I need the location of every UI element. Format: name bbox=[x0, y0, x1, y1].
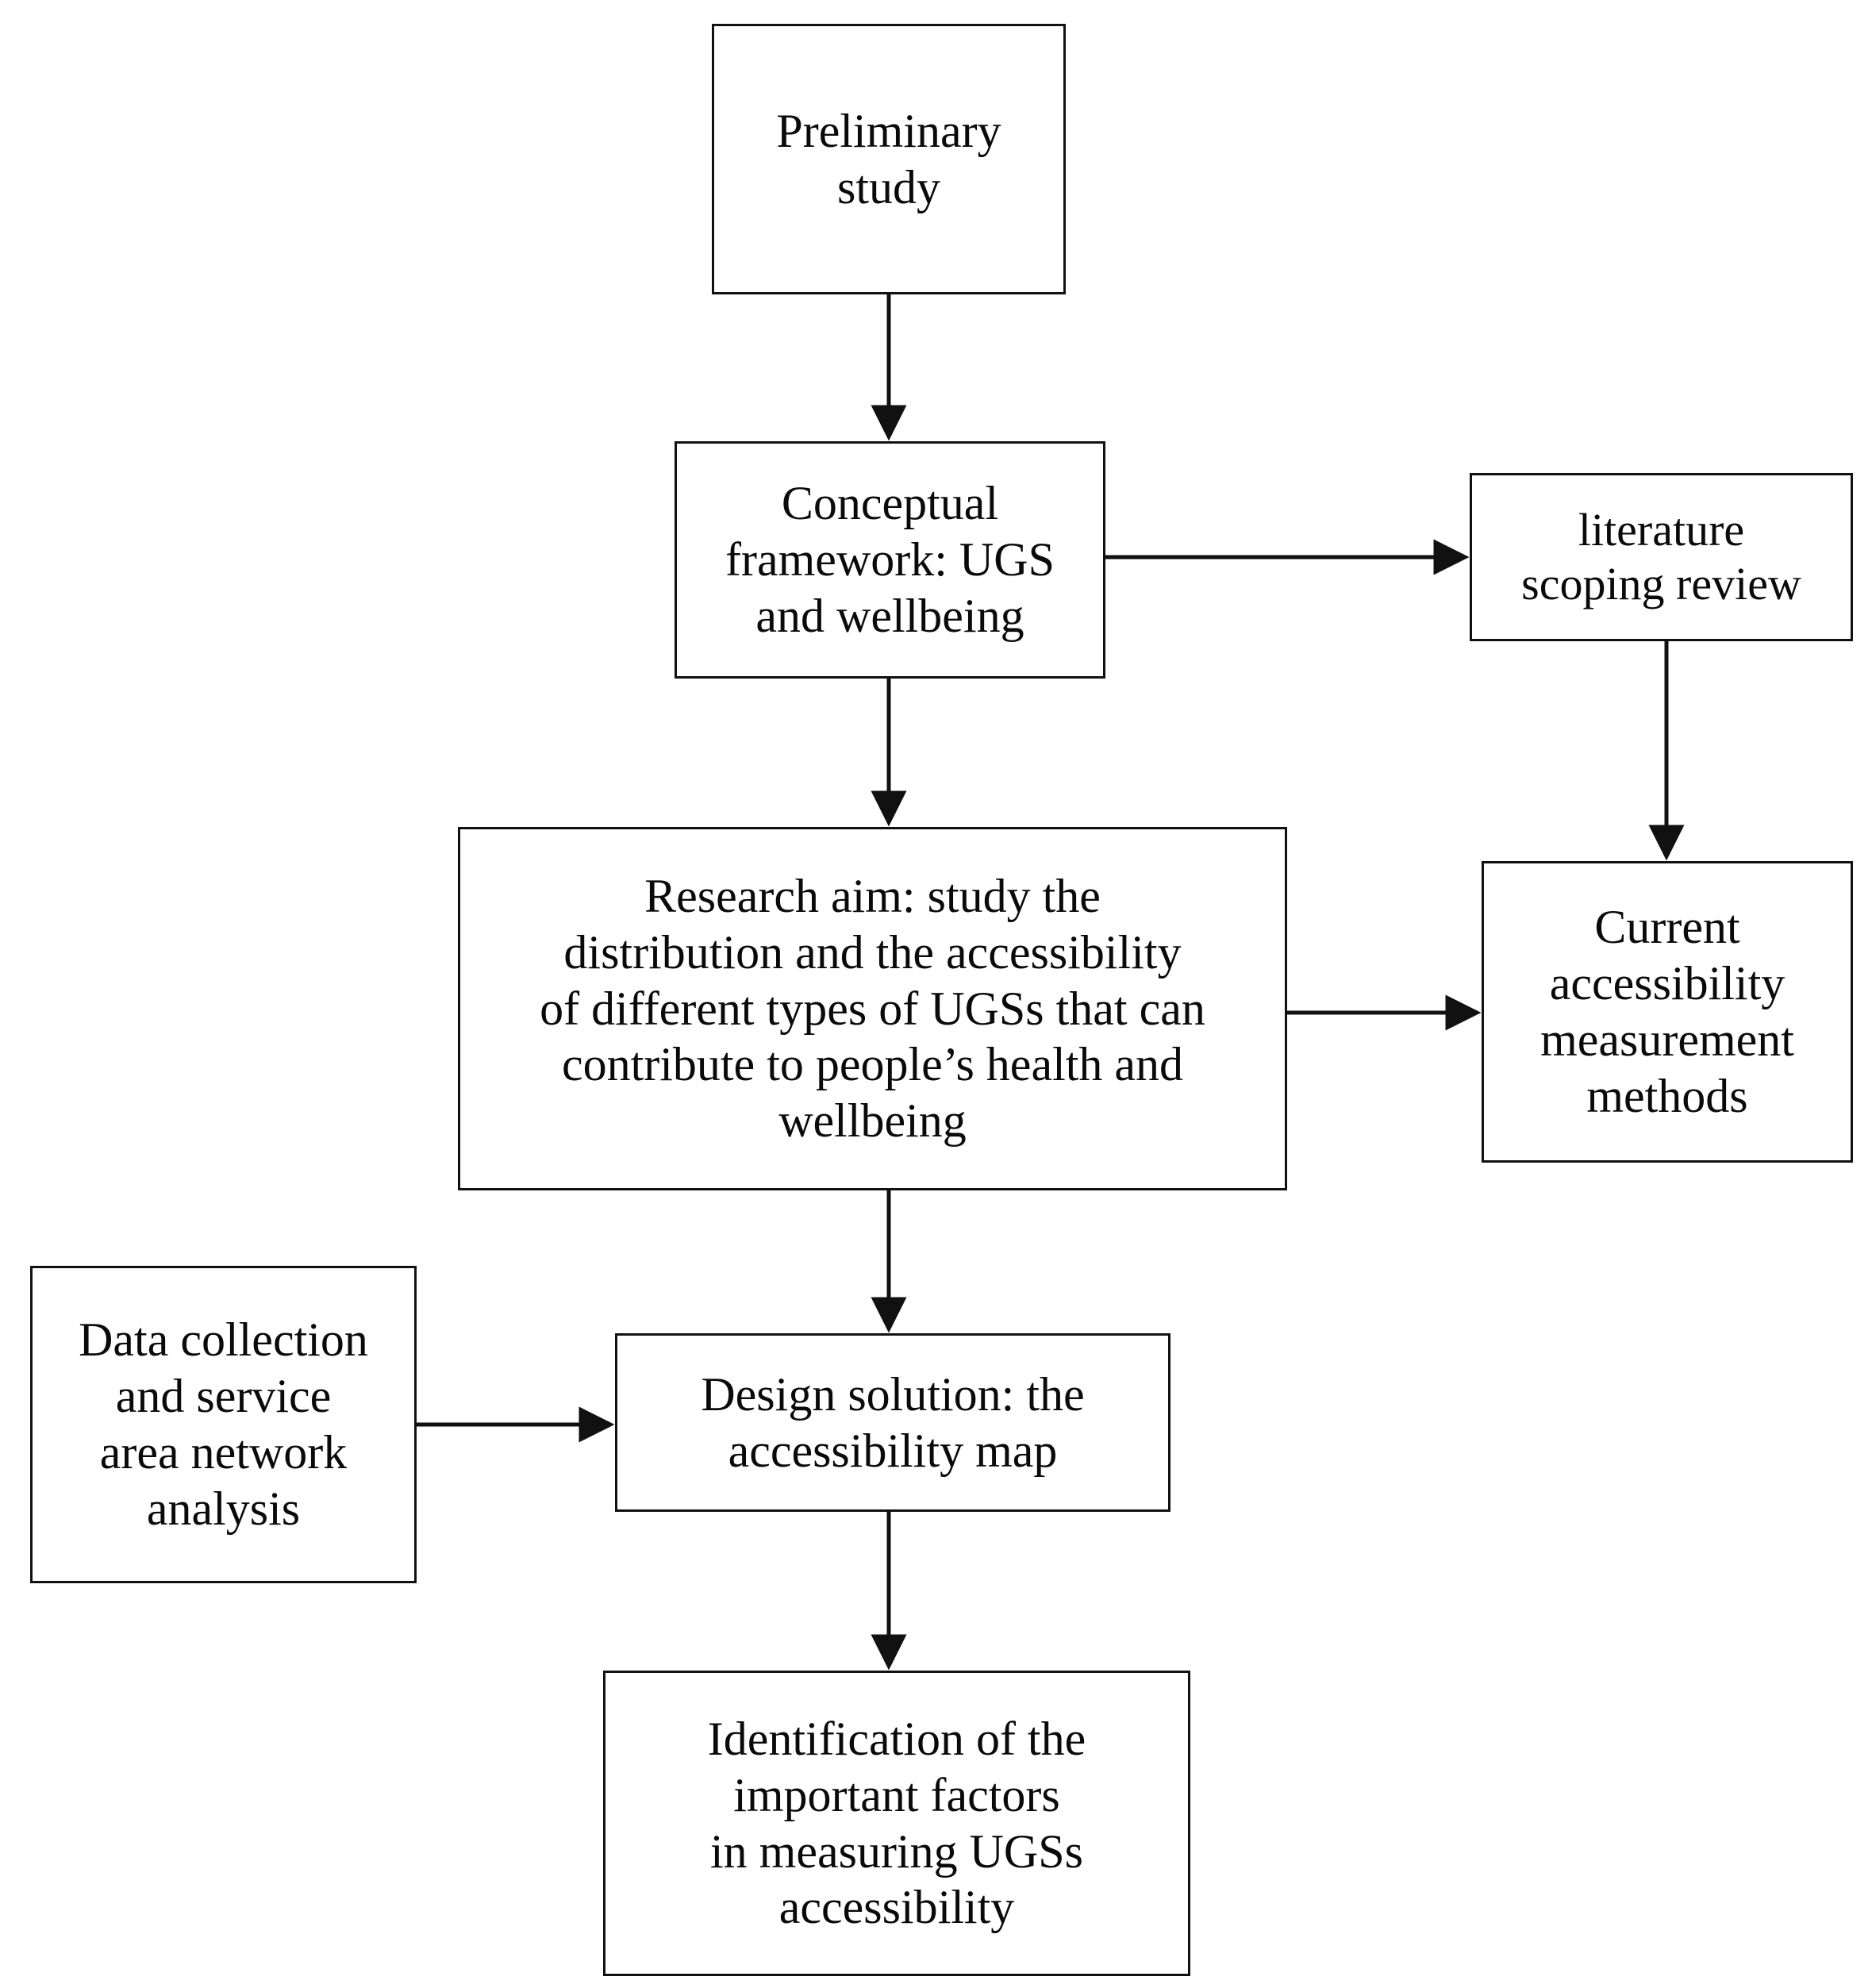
node-conceptual-framework[interactable]: Conceptual framework: UGS and wellbeing bbox=[675, 441, 1105, 679]
node-design-solution-label: Design solution: the accessibility map bbox=[701, 1367, 1085, 1477]
node-current-accessibility-measurement-methods-label: Current accessibility measurement method… bbox=[1540, 901, 1794, 1122]
node-research-aim[interactable]: Research aim: study the distribution and… bbox=[458, 827, 1287, 1190]
node-research-aim-label: Research aim: study the distribution and… bbox=[540, 870, 1205, 1148]
node-conceptual-framework-label: Conceptual framework: UGS and wellbeing bbox=[725, 477, 1055, 642]
node-design-solution[interactable]: Design solution: the accessibility map bbox=[615, 1333, 1170, 1512]
node-data-collection-and-service-area-network-analysis[interactable]: Data collection and service area network… bbox=[30, 1266, 417, 1583]
node-literature-scoping-review-label: literature scoping review bbox=[1521, 503, 1801, 609]
node-preliminary-study[interactable]: Preliminary study bbox=[712, 24, 1066, 294]
node-data-collection-label: Data collection and service area network… bbox=[79, 1313, 368, 1535]
node-current-accessibility-measurement-methods[interactable]: Current accessibility measurement method… bbox=[1482, 861, 1853, 1163]
node-literature-scoping-review[interactable]: literature scoping review bbox=[1470, 473, 1853, 641]
node-identification-label: Identification of the important factors … bbox=[707, 1712, 1086, 1934]
node-identification-of-important-factors[interactable]: Identification of the important factors … bbox=[603, 1671, 1190, 1976]
node-preliminary-study-label: Preliminary study bbox=[776, 104, 1001, 213]
